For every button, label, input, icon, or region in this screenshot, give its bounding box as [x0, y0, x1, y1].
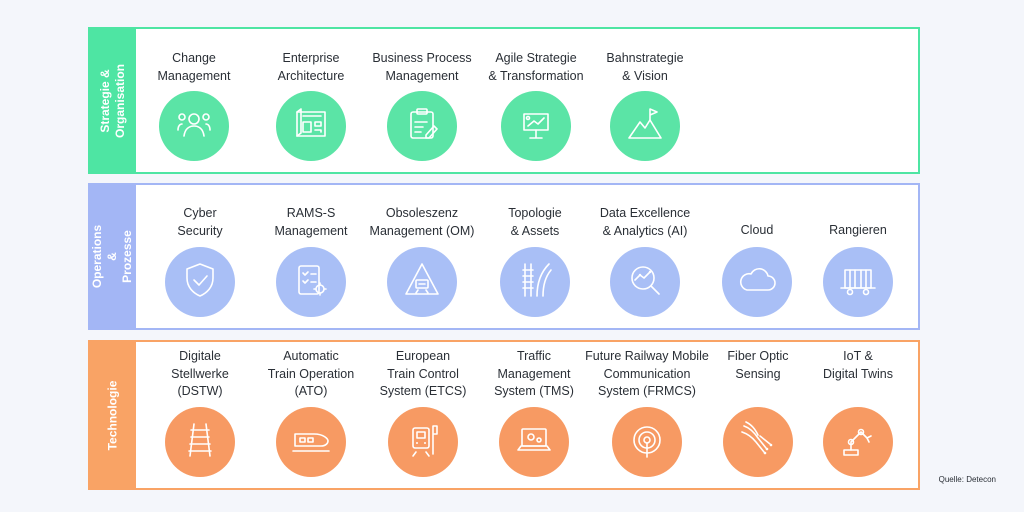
icon-circle [500, 247, 570, 317]
railway-track-icon [178, 418, 222, 467]
icon-circle [165, 247, 235, 317]
track-map-icon [513, 258, 557, 307]
item-title: Bahnstrategie& Vision [606, 51, 684, 83]
icon-circle [387, 91, 457, 161]
icon-circle [276, 407, 346, 477]
item-title: Rangieren [829, 223, 887, 237]
icon-circle [823, 247, 893, 317]
checklist-gear-icon [289, 258, 333, 307]
icon-circle [387, 247, 457, 317]
icon-circle [612, 407, 682, 477]
clipboard-edit-icon [400, 102, 444, 151]
icon-circle [610, 91, 680, 161]
band-label-operations: Operations & Prozesse [90, 185, 136, 328]
blueprint-icon [289, 102, 333, 151]
warning-train-icon [400, 258, 444, 307]
strategy-board-icon [514, 102, 558, 151]
band-strategy: Strategie & Organisation [88, 27, 920, 174]
cloud-icon [735, 258, 779, 307]
shield-check-icon [178, 258, 222, 307]
item-title: Agile Strategie& Transformation [488, 51, 584, 83]
icon-circle [388, 407, 458, 477]
item-title: Topologie& Assets [508, 206, 562, 238]
source-note: Quelle: Detecon [938, 475, 996, 484]
laptop-gears-icon [512, 418, 556, 467]
icon-circle [723, 407, 793, 477]
icon-circle [722, 247, 792, 317]
icon-circle [501, 91, 571, 161]
band-label-text: Strategie & Organisation [98, 63, 128, 138]
band-label-strategy: Strategie & Organisation [90, 29, 136, 172]
item-title: IoT &Digital Twins [823, 349, 893, 381]
band-label-text: Operations & Prozesse [90, 224, 135, 289]
item-title: Data Excellence& Analytics (AI) [599, 206, 691, 238]
robot-arm-icon [836, 418, 880, 467]
icon-circle [276, 91, 346, 161]
item-title: Cloud [740, 223, 774, 237]
data-magnifier-icon [623, 258, 667, 307]
icon-circle [159, 91, 229, 161]
band-label-technology: Technologie [90, 342, 136, 488]
high-speed-train-icon [289, 418, 333, 467]
freight-wagon-icon [836, 258, 880, 307]
icon-circle [823, 407, 893, 477]
train-signal-icon [401, 418, 445, 467]
band-label-text: Technologie [105, 380, 120, 450]
broadcast-antenna-icon [625, 418, 669, 467]
people-network-icon [172, 102, 216, 151]
icon-circle [165, 407, 235, 477]
mountain-flag-icon [623, 102, 667, 151]
fiber-optic-icon [736, 418, 780, 467]
icon-circle [610, 247, 680, 317]
icon-circle [276, 247, 346, 317]
icon-circle [499, 407, 569, 477]
